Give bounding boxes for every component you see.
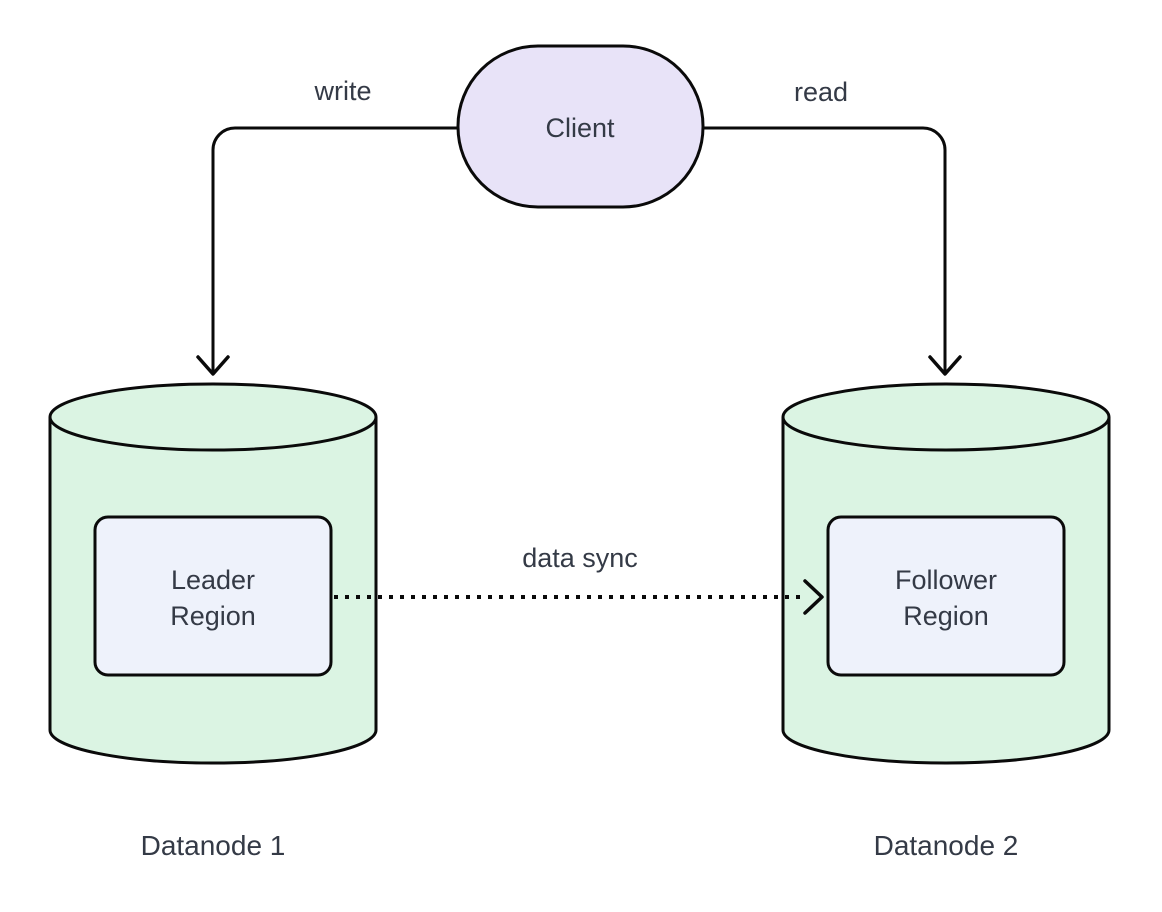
leader-region-label-line2: Region (170, 601, 256, 631)
client-label: Client (545, 113, 615, 143)
edge-read: read (701, 77, 962, 376)
write-edge-label: write (313, 76, 371, 106)
datanode2-caption: Datanode 2 (874, 830, 1019, 861)
edge-write: write (196, 76, 460, 376)
follower-region-shape (826, 515, 1066, 677)
read-arrowhead (928, 355, 962, 376)
follower-region-label-line2: Region (903, 601, 989, 631)
follower-region-box: Follower Region (826, 515, 1066, 677)
datanode1-caption: Datanode 1 (141, 830, 286, 861)
leader-region-box: Leader Region (93, 515, 333, 677)
read-edge-label: read (794, 77, 848, 107)
data-sync-arrowhead (803, 579, 824, 615)
data-sync-edge-label: data sync (522, 543, 638, 573)
read-edge-line (701, 126, 947, 373)
follower-region-label-line1: Follower (895, 565, 997, 595)
write-edge-line (211, 126, 460, 373)
edge-data-sync: data sync (334, 543, 824, 615)
client-shape (456, 44, 705, 209)
datanode1-cylinder-top (48, 382, 378, 452)
leader-region-label-line1: Leader (171, 565, 255, 595)
write-arrowhead (196, 355, 230, 376)
datanode2-cylinder-top (781, 382, 1111, 452)
leader-region-shape (93, 515, 333, 677)
client-node: Client (456, 44, 705, 209)
